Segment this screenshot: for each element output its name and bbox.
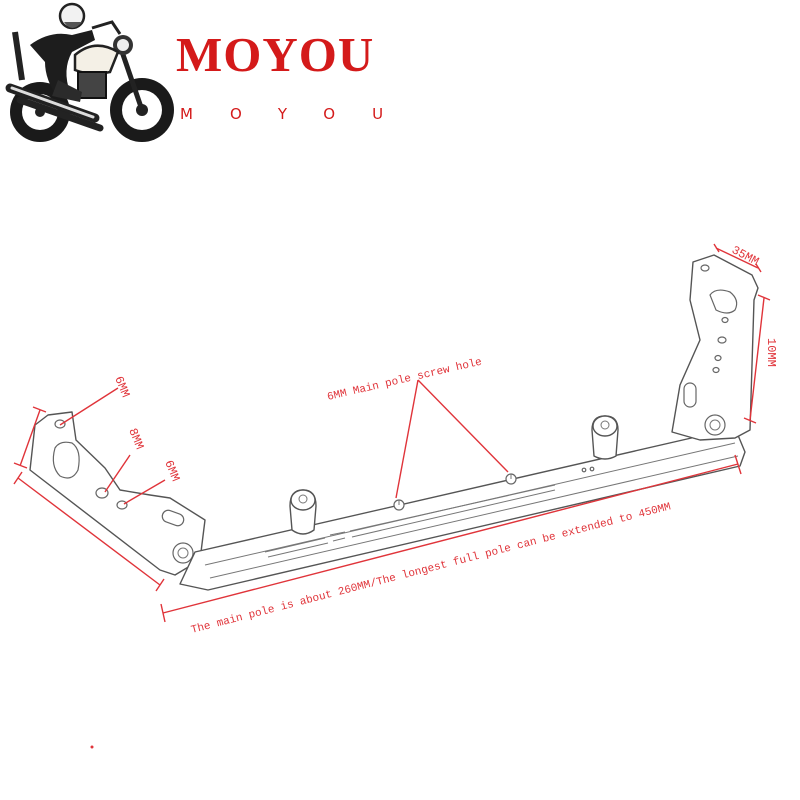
right-height-dimension (743, 294, 771, 424)
right-hole-top (700, 264, 710, 272)
overall-length-dimension (160, 454, 742, 623)
left-length-dimension (13, 471, 165, 592)
left-hole-6mm-top (54, 419, 66, 429)
right-bolt-icon (704, 414, 726, 436)
brand-logo-title: MOYOU (176, 27, 375, 82)
motorcycle-rider-icon (5, 2, 174, 142)
clamp-knob-left (289, 489, 317, 535)
right-slot-top (709, 289, 738, 314)
left-slot-small (161, 509, 185, 527)
left-height-dimension (13, 406, 47, 469)
left-hole-6mm-low (116, 500, 128, 510)
label-left-8mm: 8MM (125, 426, 146, 451)
right-width-dimension (713, 243, 762, 273)
right-bracket (671, 254, 759, 441)
left-bolt-icon (172, 542, 194, 564)
label-main-pole-screw-hole: 6MM Main pole screw hole (326, 357, 483, 404)
pole-screw-hole-left (393, 499, 405, 511)
brand-logo-subtitle: MOYOU (180, 105, 421, 123)
left-hole-8mm (95, 487, 109, 499)
left-bracket (29, 411, 206, 576)
right-slot-low (683, 382, 697, 408)
pole-screw-hole-right (505, 473, 517, 485)
label-left-6mm-top: 6MM (111, 374, 132, 399)
main-pole (179, 415, 746, 591)
clamp-knob-right (591, 415, 619, 460)
left-slot-large (52, 441, 80, 479)
label-right-10mm: 10MM (764, 338, 778, 367)
